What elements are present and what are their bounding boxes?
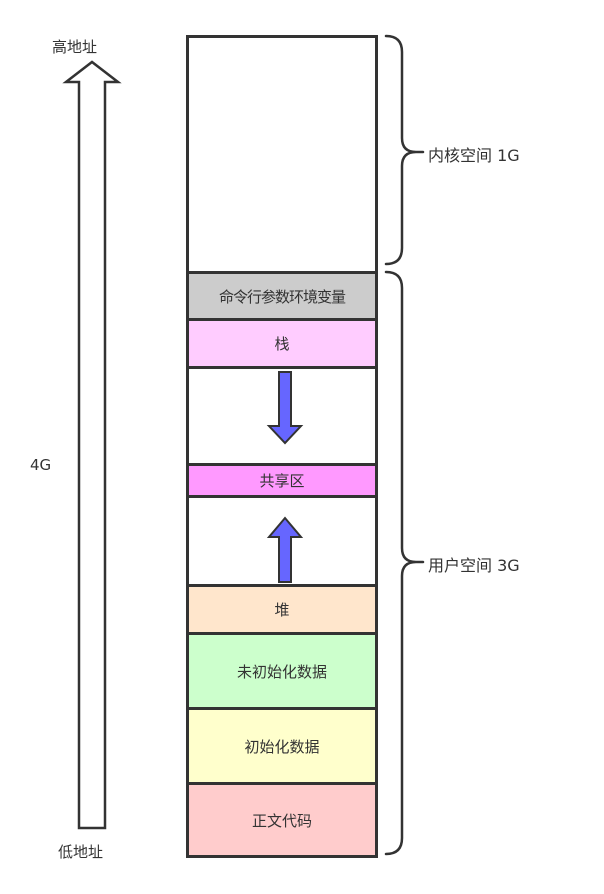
- size-label: 4G: [30, 456, 52, 474]
- segment-label: 命令行参数环境变量: [218, 287, 346, 306]
- kernel-brace-icon: [384, 34, 425, 266]
- segment-label: 堆: [274, 601, 290, 619]
- user-brace-icon: [384, 270, 425, 856]
- heap-grow-up-arrow-icon: [266, 516, 304, 583]
- segment-kernel: [186, 35, 378, 274]
- segment-stack: 栈: [186, 318, 378, 369]
- segment-label: 共享区: [259, 472, 305, 490]
- stack-grow-down-arrow-icon: [266, 371, 304, 445]
- kernel-space-label: 内核空间 1G: [428, 146, 520, 165]
- high-address-label: 高地址: [52, 38, 98, 56]
- segment-label: 正文代码: [251, 811, 312, 830]
- segment-heap: 堆: [186, 584, 378, 635]
- segment-label: 栈: [274, 335, 290, 353]
- address-up-arrow-icon: [62, 60, 122, 830]
- user-space-label: 用户空间 3G: [428, 556, 520, 575]
- segment-label: 未初始化数据: [236, 662, 327, 681]
- low-address-label: 低地址: [58, 843, 104, 861]
- segment-label: 初始化数据: [244, 737, 320, 756]
- segment-text: 正文代码: [186, 782, 378, 858]
